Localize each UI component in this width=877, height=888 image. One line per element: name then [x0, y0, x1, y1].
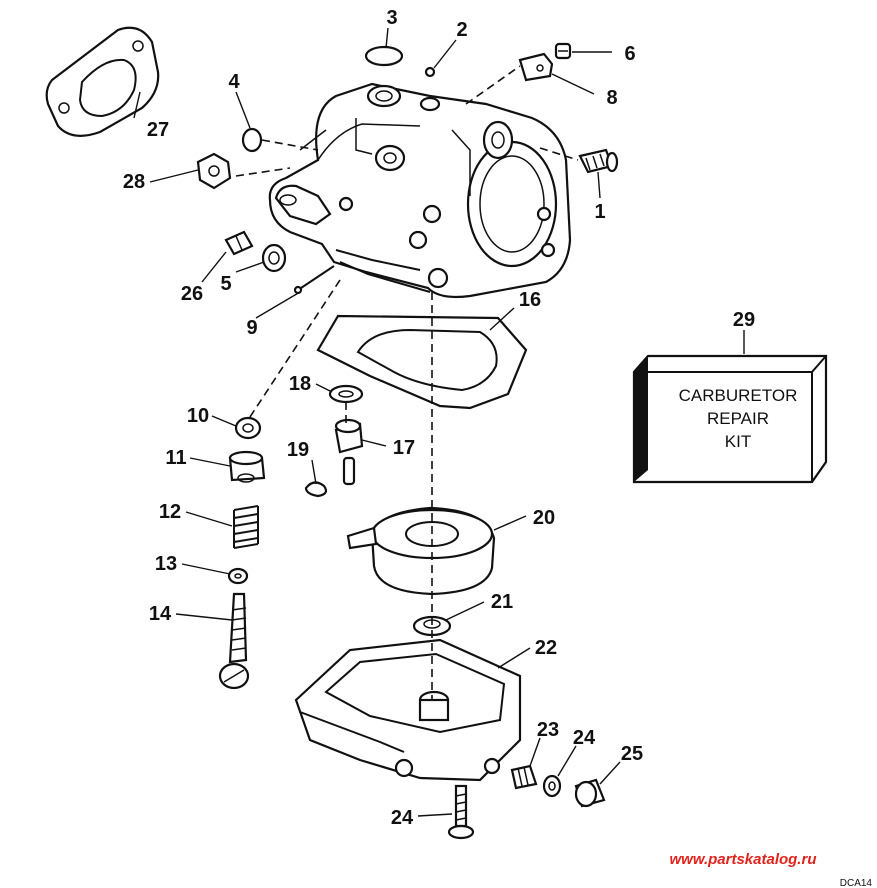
part-22-plug-screw: [510, 764, 538, 790]
part-13-washer: [227, 567, 249, 585]
assembly-lines: [235, 65, 579, 700]
callout-9: 9: [246, 317, 257, 339]
part-28-nut: [196, 152, 232, 190]
part-19-float: [346, 506, 496, 596]
kit-label-line3: KIT: [725, 432, 751, 451]
part-12-spring: [233, 505, 259, 549]
callout-18: 19: [287, 439, 309, 461]
part-21-float-bowl: [294, 638, 522, 782]
leader-lines: [133, 27, 745, 817]
callout-8: 8: [606, 87, 617, 109]
callout-3: 3: [386, 7, 397, 29]
part-1-screw: [578, 148, 619, 174]
kit-label-line1: CARBURETOR: [679, 386, 798, 405]
part-6-screw: [554, 42, 572, 60]
part-17-washer: [328, 384, 364, 404]
callout-6: 6: [624, 43, 635, 65]
part-26-fitting: [224, 230, 254, 256]
callout-28: 28: [123, 171, 145, 193]
callout-16: 17: [393, 437, 415, 459]
part-2-ball: [424, 66, 436, 78]
callout-22: 23: [537, 719, 559, 741]
part-4-oring: [241, 127, 263, 153]
part-18-clip: [304, 481, 328, 498]
callouts: 3 2 4 6 8 1 27 28 26 5 9 16 18 17 19 10 …: [123, 7, 755, 829]
part-29-kit-box: CARBURETOR REPAIR KIT: [632, 354, 828, 484]
part-8-clip: [518, 52, 554, 82]
callout-29: 29: [733, 309, 755, 331]
callout-15: 16: [519, 289, 541, 311]
part-23-washer: [542, 774, 562, 798]
kit-label-line2: REPAIR: [707, 409, 769, 428]
callout-1: 1: [594, 201, 605, 223]
callout-14: 14: [149, 603, 172, 625]
watermark-text: www.partskatalog.ru: [670, 851, 817, 868]
part-9-pin: [293, 265, 335, 295]
callout-2: 2: [456, 19, 467, 41]
callout-11: 11: [165, 447, 186, 469]
callout-26: 26: [181, 283, 203, 305]
part-15-gasket: [316, 314, 528, 410]
callout-23: 24: [573, 727, 596, 749]
carburetor-body: [268, 82, 572, 299]
part-27-gasket: [45, 26, 160, 137]
part-5-washer: [261, 243, 287, 273]
callout-13: 13: [155, 553, 177, 575]
callout-20: 21: [491, 591, 513, 613]
callout-25: 25: [621, 743, 643, 765]
callout-10: 10: [187, 405, 209, 427]
callout-24: 24: [391, 807, 414, 829]
part-11-plug: [228, 450, 266, 483]
callout-17: 18: [289, 373, 311, 395]
part-24-bolt: [447, 784, 475, 840]
callout-27: 27: [147, 119, 169, 141]
part-14-mixture-screw: [218, 592, 250, 690]
callout-19: 20: [533, 507, 555, 529]
callout-4: 4: [228, 71, 240, 93]
callout-12: 12: [159, 501, 181, 523]
callout-21: 22: [535, 637, 557, 659]
diagram-code: DCA14: [840, 878, 873, 888]
part-25-drain-screw: [574, 778, 606, 808]
callout-5: 5: [220, 273, 231, 295]
part-3-plug: [364, 45, 404, 67]
part-10-oring: [234, 416, 262, 440]
part-16-needle-seat: [334, 418, 364, 486]
